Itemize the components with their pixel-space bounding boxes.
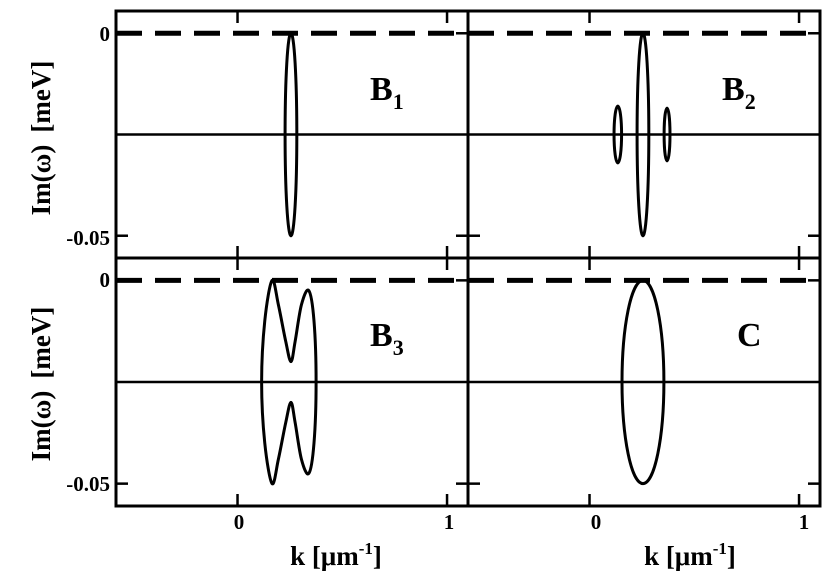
loop-curve-b2-0 [635,31,651,238]
ylabel-top-unit: [meV] [26,61,56,133]
ylabel-bottom: Im(ω) [meV] [26,307,56,462]
panel-label-c: C [737,317,762,354]
xlabel-left-sup: -1 [359,539,373,558]
ytick-label-top-minus005: -0.05 [66,226,110,250]
loop-curve-b1-0 [283,31,299,238]
panel-label-b1: B1 [370,71,404,114]
xtick-label-right-one: 1 [799,510,810,534]
ylabel-top: Im(ω) [meV] [26,61,56,216]
xtick-label-left-one: 1 [444,510,455,534]
ylabel-bottom-main: Im(ω) [26,391,56,462]
panel-c: C [466,256,822,508]
ytick-label-top-zero: 0 [100,22,111,46]
panel-label-b2: B2 [722,71,756,114]
panel-b2: B2 [466,9,822,260]
panel-label-main-b2: B [722,71,745,108]
panel-label-sub-b1: 1 [393,89,404,114]
loop-curve-b2-2 [662,106,672,163]
ylabel-bottom-unit: [meV] [26,307,56,379]
double-loop-curve-b3 [260,278,318,486]
panel-label-main-b3: B [370,317,393,354]
loop-curve-b2-1 [612,104,624,165]
panel-b1: B1 [114,9,470,260]
panel-label-sub-b2: 2 [745,89,756,114]
xlabel-right-end: ] [727,541,736,571]
loop-curve-c-0 [620,278,666,486]
xlabel-right-sup: -1 [713,539,727,558]
ytick-label-bottom-zero: 0 [100,268,111,292]
panel-label-sub-b3: 3 [393,335,404,360]
ylabel-top-main: Im(ω) [26,145,56,216]
xlabel-left: k [μm-1] [290,539,382,571]
xlabel-left-end: ] [373,541,382,571]
xlabel-right: k [μm-1] [644,539,736,571]
xtick-label-right-zero: 0 [591,510,602,534]
panel-label-main-c: C [737,317,762,354]
xtick-label-left-zero: 0 [234,510,245,534]
xlabel-right-main: k [μm [644,541,713,571]
panel-label-main-b1: B [370,71,393,108]
panel-b3: B3 [114,256,470,508]
ytick-label-bottom-minus005: -0.05 [66,472,110,496]
xlabel-left-main: k [μm [290,541,359,571]
panel-label-b3: B3 [370,317,404,360]
